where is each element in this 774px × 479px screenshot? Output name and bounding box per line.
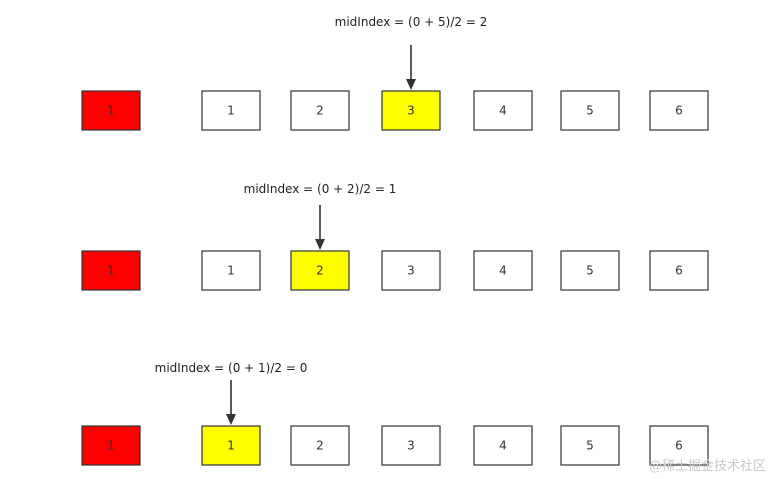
step-caption: midIndex = (0 + 5)/2 = 2 [335,15,488,29]
array-cell-label: 6 [675,104,683,118]
mid-arrow-head [315,239,325,250]
mid-arrow-head [226,414,236,425]
array-cell-label: 3 [407,264,415,278]
mid-arrow-head [406,79,416,90]
array-cell-label: 6 [675,264,683,278]
array-cell [560,250,620,291]
array-cell-label: 1 [227,439,235,453]
step-caption: midIndex = (0 + 2)/2 = 1 [244,182,397,196]
array-cell [201,250,261,291]
array-cell-mid [290,250,350,291]
array-cell-label: 3 [407,104,415,118]
array-cell [560,90,620,131]
array-cell-mid [201,425,261,466]
pinned-box [81,250,141,291]
array-cell-label: 5 [586,264,594,278]
pinned-box-label: 1 [107,104,115,118]
array-cell [473,250,533,291]
array-cell [290,425,350,466]
pinned-box [81,425,141,466]
array-cell-label: 2 [316,264,324,278]
array-cell-label: 4 [499,439,507,453]
array-cell [473,425,533,466]
pinned-box-label: 1 [107,264,115,278]
array-cell [381,250,441,291]
array-cell [649,250,709,291]
array-cell-label: 5 [586,104,594,118]
array-cell-label: 3 [407,439,415,453]
array-cell [381,425,441,466]
array-cell [649,425,709,466]
pinned-box [81,90,141,131]
array-cell [649,90,709,131]
step-caption: midIndex = (0 + 1)/2 = 0 [155,361,308,375]
steps-layer: 1 1 2 3 4 5 6 midIndex = (0 + 5)/2 = 2 1 1 2 3 4 5 6 mi… [81,15,709,466]
array-cell [560,425,620,466]
step-3: 1 1 2 3 4 5 6 midIndex = (0 + 1)/2 = 0 [81,361,709,466]
array-cell-label: 2 [316,104,324,118]
array-cell-mid [381,90,441,131]
array-cell-label: 1 [227,104,235,118]
array-cell-label: 5 [586,439,594,453]
step-1: 1 1 2 3 4 5 6 midIndex = (0 + 5)/2 = 2 [81,15,709,131]
array-cell [290,90,350,131]
array-cell-label: 4 [499,104,507,118]
array-cell-label: 1 [227,264,235,278]
array-cell [201,90,261,131]
pinned-box-label: 1 [107,439,115,453]
array-cell-label: 2 [316,439,324,453]
array-cell-label: 4 [499,264,507,278]
array-cell-label: 6 [675,439,683,453]
step-2: 1 1 2 3 4 5 6 midIndex = (0 + 2)/2 = 1 [81,182,709,291]
array-cell [473,90,533,131]
watermark-text: @稀土掘金技术社区 [649,458,766,474]
